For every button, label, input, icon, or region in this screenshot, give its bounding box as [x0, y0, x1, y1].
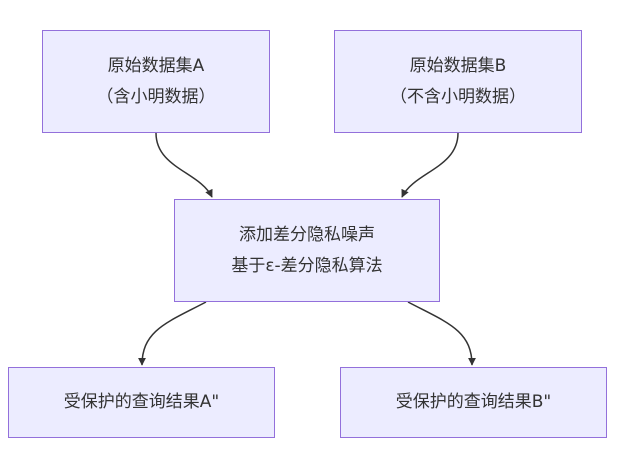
- node-result-b-label: 受保护的查询结果B": [395, 392, 552, 412]
- node-add-noise-title: 添加差分隐私噪声: [239, 224, 375, 245]
- node-add-noise-method: 基于ε-差分隐私算法: [231, 255, 383, 276]
- node-result-a-label: 受保护的查询结果A": [63, 392, 220, 412]
- node-dataset-b-title: 原始数据集B: [409, 55, 507, 76]
- edge-noise-to-result-b: [407, 301, 476, 366]
- node-result-b: 受保护的查询结果B": [340, 367, 607, 438]
- node-dataset-b-note: （不含小明数据）: [390, 86, 526, 107]
- node-dataset-b: 原始数据集B （不含小明数据）: [334, 30, 582, 133]
- node-dataset-a: 原始数据集A （含小明数据）: [42, 30, 270, 133]
- node-dataset-a-title: 原始数据集A: [107, 55, 205, 76]
- edge-noise-to-result-a: [138, 301, 207, 366]
- node-result-a: 受保护的查询结果A": [8, 367, 275, 438]
- edge-dataset-b-to-noise: [401, 132, 459, 198]
- edge-dataset-a-to-noise: [155, 132, 213, 198]
- node-add-noise: 添加差分隐私噪声 基于ε-差分隐私算法: [174, 199, 440, 302]
- node-dataset-a-note: （含小明数据）: [96, 86, 216, 107]
